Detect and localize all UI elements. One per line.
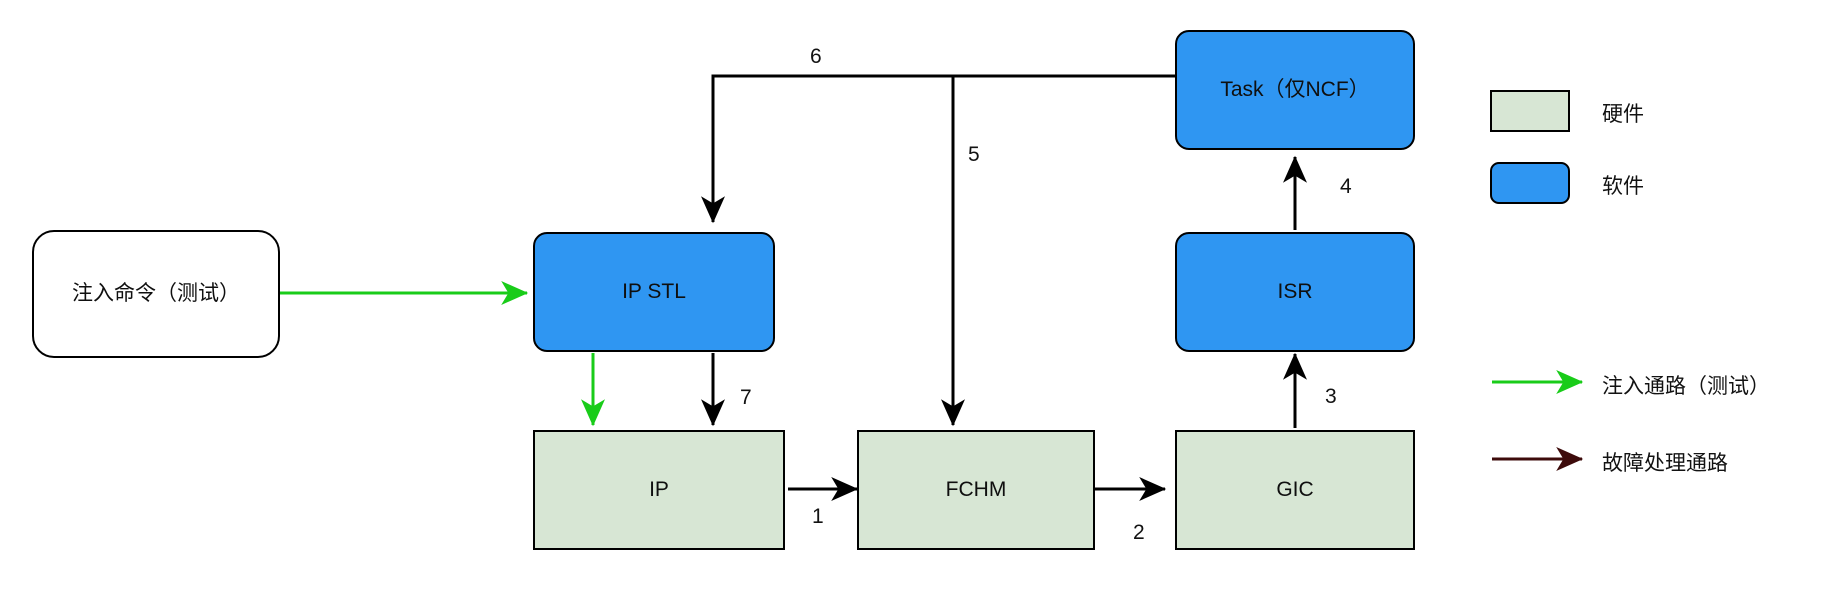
node-task[interactable]: Task（仅NCF） xyxy=(1175,30,1415,150)
edge-label-6: 6 xyxy=(810,45,822,68)
edge-label-7: 7 xyxy=(740,386,752,409)
node-ip-stl[interactable]: IP STL xyxy=(533,232,775,352)
node-gic-label: GIC xyxy=(1276,478,1314,502)
node-ip-stl-label: IP STL xyxy=(622,280,686,304)
node-inject-command[interactable]: 注入命令（测试） xyxy=(32,230,280,358)
edge-label-3: 3 xyxy=(1325,385,1337,408)
node-task-label: Task（仅NCF） xyxy=(1220,78,1370,102)
edge-label-1: 1 xyxy=(812,505,824,528)
node-fchm[interactable]: FCHM xyxy=(857,430,1095,550)
edge-label-4: 4 xyxy=(1340,175,1352,198)
legend-label-inject-path: 注入通路（测试） xyxy=(1602,375,1770,398)
legend-label-software: 软件 xyxy=(1602,175,1644,198)
edge-label-2: 2 xyxy=(1133,521,1145,544)
node-isr-label: ISR xyxy=(1277,280,1313,304)
legend-label-hardware: 硬件 xyxy=(1602,103,1644,126)
node-fchm-label: FCHM xyxy=(945,478,1007,502)
legend-label-fault-path: 故障处理通路 xyxy=(1602,452,1728,475)
legend-swatch-hardware xyxy=(1490,90,1570,132)
edge-task-to-ip-stl xyxy=(701,74,1175,224)
edge-label-5: 5 xyxy=(968,143,980,166)
node-isr[interactable]: ISR xyxy=(1175,232,1415,352)
node-ip[interactable]: IP xyxy=(533,430,785,550)
legend-swatch-software xyxy=(1490,162,1570,204)
node-ip-label: IP xyxy=(649,478,669,502)
node-inject-command-label: 注入命令（测试） xyxy=(72,282,240,306)
node-gic[interactable]: GIC xyxy=(1175,430,1415,550)
